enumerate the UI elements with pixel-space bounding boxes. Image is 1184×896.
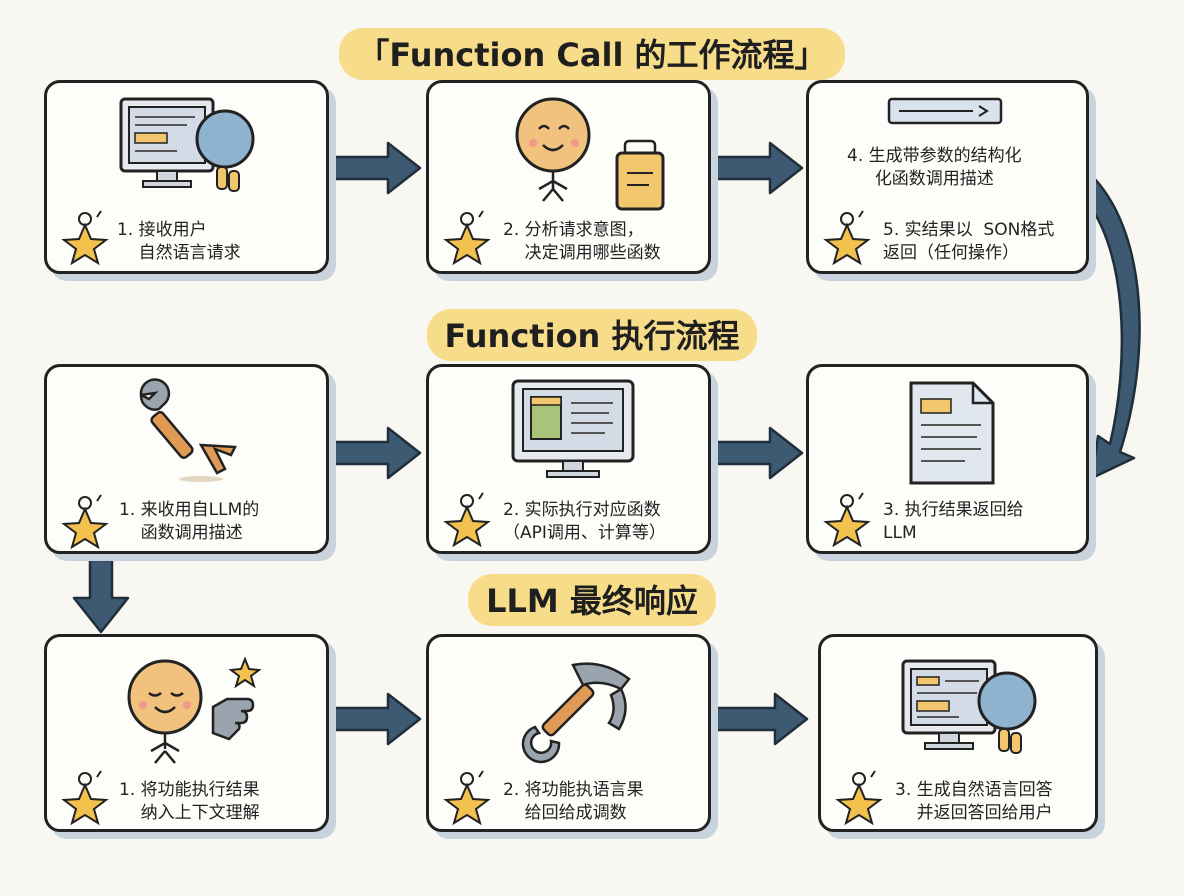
star-mascot-icon	[61, 494, 109, 550]
star-mascot-icon	[443, 492, 491, 548]
arrow-r2-1	[331, 426, 422, 480]
wrench-arm-icon	[139, 378, 237, 482]
computer-screen-icon	[511, 379, 635, 478]
arrow-r1-2	[710, 141, 804, 195]
step-box-r1-1: 1. 接收用户 自然语言请求	[44, 80, 329, 274]
computer-magnifier-icon	[119, 97, 255, 192]
star-mascot-icon	[443, 210, 491, 266]
arrow-r1-1	[331, 141, 422, 195]
thumbs-up-sparkle-icon	[211, 656, 262, 741]
step-label-r2-2: 2. 实际执行对应函数 （API调用、计算等）	[503, 500, 666, 543]
star-mascot-icon	[61, 770, 109, 826]
section-title-function-exec: Function 执行流程	[0, 309, 1184, 361]
step-label-r1-2: 2. 分析请求意图， 决定调用哪些函数	[503, 220, 661, 263]
star-mascot-icon	[443, 770, 491, 826]
step-label-r2-1: 1. 来收用自LLM的 函数调用描述	[119, 500, 260, 543]
step-label-r3-3: 3. 生成自然语言回答 并返回答回给用户	[895, 780, 1053, 823]
arrow-curve-r1-r2	[1076, 170, 1141, 480]
step-box-r2-3: 3. 执行结果返回给 LLM	[806, 364, 1089, 554]
computer-magnifier-icon	[901, 659, 1037, 754]
smiling-character-icon	[127, 659, 203, 764]
section-title-function-call: 「Function Call 的工作流程」	[0, 28, 1184, 80]
step-box-r2-1: 1. 来收用自LLM的 函数调用描述	[44, 364, 329, 554]
hammer-icon	[521, 662, 631, 764]
smiling-character-icon	[515, 97, 591, 202]
document-icon	[909, 381, 995, 485]
step-box-r3-1: 1. 将功能执行结果 纳入上下文理解	[44, 634, 329, 832]
clipboard-icon	[615, 139, 665, 211]
step-box-r1-2: 2. 分析请求意图， 决定调用哪些函数	[426, 80, 711, 274]
step-box-r1-3: 4. 生成带参数的结构化 化函数调用描述 5. 实结果以 SON格式 返回（任何…	[806, 80, 1089, 274]
step-box-r3-3: 3. 生成自然语言回答 并返回答回给用户	[818, 634, 1098, 832]
arrow-r3-2	[710, 692, 809, 746]
step-label-r1-3-top: 4. 生成带参数的结构化 化函数调用描述	[847, 146, 1022, 189]
arrow-r3-1	[331, 692, 422, 746]
step-label-r2-3: 3. 执行结果返回给 LLM	[883, 500, 1024, 543]
step-label-r1-3-bottom: 5. 实结果以 SON格式 返回（任何操作）	[883, 220, 1055, 263]
star-mascot-icon	[61, 210, 109, 266]
function-call-bar-icon	[887, 97, 1003, 125]
arrow-r2-2	[710, 426, 804, 480]
step-label-r3-1: 1. 将功能执行结果 纳入上下文理解	[119, 780, 260, 823]
arrow-down-r2-r3	[72, 558, 130, 634]
section-title-llm-response: LLM 最终响应	[0, 574, 1184, 626]
step-label-r3-2: 2. 将功能执语言果 给回给成调数	[503, 780, 644, 823]
step-box-r2-2: 2. 实际执行对应函数 （API调用、计算等）	[426, 364, 711, 554]
step-box-r3-2: 2. 将功能执语言果 给回给成调数	[426, 634, 711, 832]
star-mascot-icon	[823, 492, 871, 548]
star-mascot-icon	[835, 770, 883, 826]
step-label-r1-1: 1. 接收用户 自然语言请求	[117, 220, 241, 263]
star-mascot-icon	[823, 210, 871, 266]
